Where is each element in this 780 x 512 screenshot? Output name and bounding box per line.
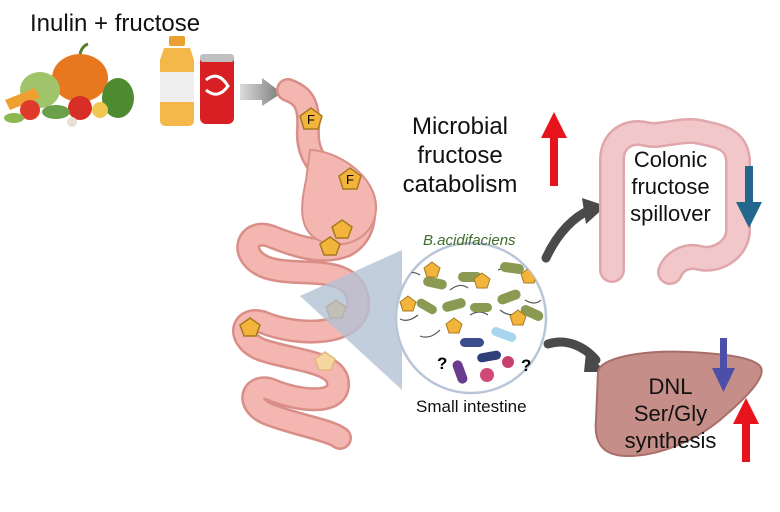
bacteria-species-label: B.acidifaciens [423,232,516,249]
microbial-line1: Microbial [411,113,509,140]
zoom-cone [300,250,402,390]
juice-bottle-icon [160,36,194,126]
gut-icon [232,78,378,450]
colonic-spillover-label: Colonic fructose spillover [608,146,733,227]
microbial-line3: catabolism [402,171,518,198]
fructose-icon [319,236,341,256]
small-intestine-magnifier [394,241,548,395]
fructose-icon [239,317,261,337]
fructose-icon [314,351,336,371]
fructose-icon: F [299,107,323,130]
liver-synthesis-label: DNL Ser/Gly synthesis [608,373,733,454]
vegetables-icon [4,42,134,127]
fructose-icon [331,219,353,239]
down-arrow-icon [712,338,735,392]
to-colon-arrow [541,205,595,263]
colonic-line2: fructose [631,174,710,199]
unknown-microbe-mark: ? [521,356,531,375]
unknown-microbe-mark: ? [437,354,447,373]
microbial-catabolism-label: Microbial fructose catabolism [390,112,530,199]
up-arrow-icon [733,398,759,462]
to-liver-arrow [543,337,601,365]
liver-line1: DNL [648,374,693,399]
soda-can-icon [200,54,234,124]
down-arrow-icon [736,166,762,228]
fructose-icon: F [338,167,362,190]
colonic-line1: Colonic [633,147,708,172]
colonic-line3: spillover [630,201,711,226]
colon-icon [599,118,751,285]
microbial-line2: fructose [417,142,503,169]
up-arrow-icon [541,112,567,186]
liver-line3: synthesis [624,428,717,453]
ingestion-arrow [240,78,282,106]
liver-line2: Ser/Gly [633,401,708,426]
fructose-label: F [307,112,315,127]
diagram-title: Inulin + fructose [30,10,201,37]
small-intestine-label: Small intestine [416,397,527,416]
fructose-label: F [346,172,354,187]
